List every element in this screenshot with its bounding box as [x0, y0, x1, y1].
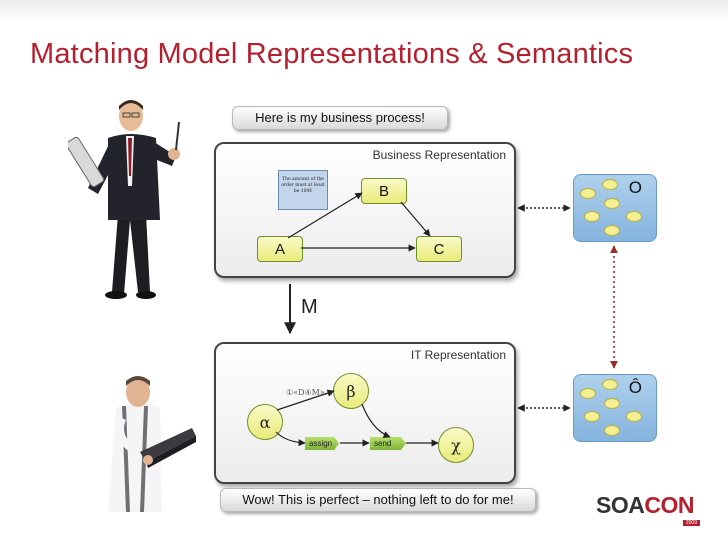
- it-node-chi: χ: [438, 427, 474, 463]
- ontology-o-hat-label: Ô: [628, 378, 642, 397]
- business-node-a: A: [257, 236, 303, 262]
- ontology-concept: [626, 411, 642, 422]
- ontology-concept: [604, 425, 620, 436]
- business-panel-title: Business Representation: [372, 148, 506, 162]
- activity-assign: assign: [305, 437, 339, 450]
- ontology-o-label: O: [628, 178, 642, 197]
- ontology-concept: [604, 398, 620, 409]
- ontology-o-box: O: [573, 174, 657, 242]
- slide-title: Matching Model Representations & Semanti…: [30, 38, 634, 70]
- activity-send: send: [370, 437, 406, 450]
- ontology-o-hat-box: Ô: [573, 374, 657, 442]
- logo-text-con: CON: [644, 492, 694, 518]
- logo-text: SOACON: [596, 492, 694, 519]
- arrow-a-to-b: [287, 192, 363, 239]
- logo-year: 2009: [682, 520, 700, 526]
- ontology-concept: [602, 179, 618, 190]
- it-panel-title: IT Representation: [410, 348, 506, 362]
- mapping-label: M: [301, 296, 318, 318]
- logo-text-oa: OA: [610, 492, 645, 518]
- callout-perfect: Wow! This is perfect – nothing left to d…: [220, 488, 536, 512]
- it-node-beta: β: [333, 373, 369, 409]
- ontology-concept: [602, 379, 618, 390]
- business-man-figure: [68, 100, 180, 299]
- business-node-c: C: [416, 236, 462, 262]
- ontology-concept: [604, 225, 620, 236]
- it-token-label: ①«D④M»...: [286, 388, 333, 397]
- arrow-b-to-c: [400, 201, 431, 237]
- ontology-concept: [604, 198, 620, 209]
- business-node-b: B: [361, 178, 407, 204]
- ontology-concept: [584, 411, 600, 422]
- soacon-logo: SOACON 2009: [596, 492, 700, 526]
- paper-note-icon: The amount of the order must at least be…: [278, 170, 328, 210]
- callout-business-process: Here is my business process!: [232, 106, 448, 130]
- arrow-alpha-to-assign: [275, 431, 306, 447]
- arrow-beta-to-send: [361, 403, 391, 439]
- ontology-concept: [580, 188, 596, 199]
- ontology-concept: [584, 211, 600, 222]
- laptop-man-figure: [108, 376, 196, 512]
- arrow-alpha-to-beta: [276, 389, 335, 411]
- logo-text-s: S: [596, 492, 611, 518]
- ontology-concept: [580, 388, 596, 399]
- ontology-concept: [626, 211, 642, 222]
